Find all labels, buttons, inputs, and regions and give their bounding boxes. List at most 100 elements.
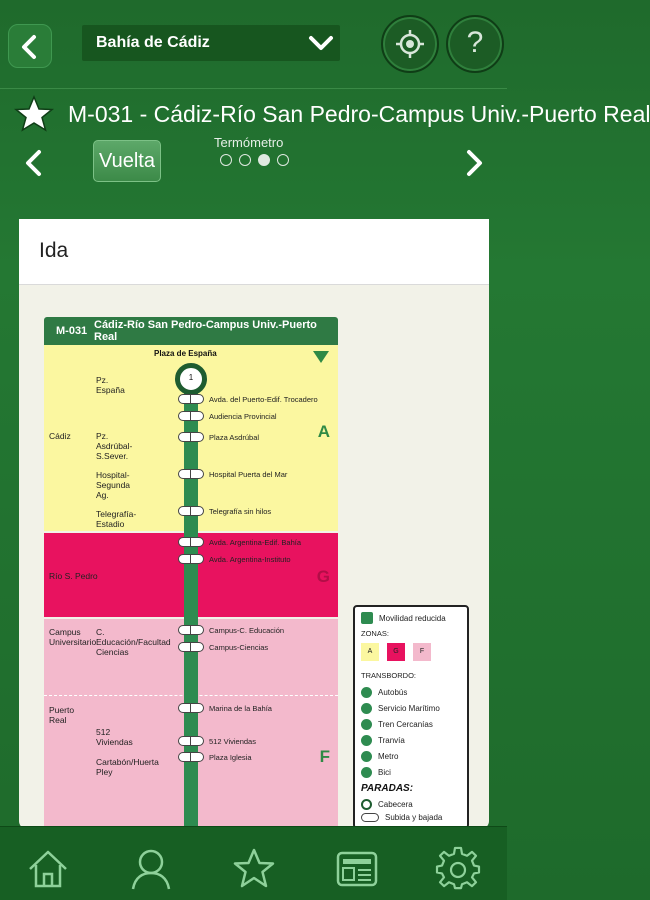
stop-marker[interactable] xyxy=(178,394,204,404)
tab-profile[interactable] xyxy=(129,847,173,891)
legend-row: Servicio Marítimo xyxy=(361,703,440,714)
legend-text: Movilidad reducida xyxy=(379,613,446,623)
star-icon xyxy=(233,848,275,888)
page-indicator[interactable] xyxy=(220,154,289,166)
crosshair-icon xyxy=(396,30,424,58)
stop-label[interactable]: Marina de la Bahía xyxy=(209,704,272,713)
route-card[interactable]: Ida M-031 Cádiz-Río San Pedro-Campus Uni… xyxy=(19,219,489,829)
stop-label[interactable]: 512 Viviendas xyxy=(209,737,256,746)
region-select-value: Bahía de Cádiz xyxy=(96,34,210,51)
legend-text: Bici xyxy=(378,768,391,777)
area-label: Pz. Asdrúbal-S.Sever. xyxy=(96,431,133,461)
first-stop-name: Plaza de España xyxy=(154,349,217,358)
tram-icon xyxy=(361,735,372,746)
legend-text: Cabecera xyxy=(378,800,413,809)
stop-label[interactable]: Plaza Asdrúbal xyxy=(209,433,260,442)
stop-marker[interactable] xyxy=(178,506,204,516)
gear-icon xyxy=(435,846,481,890)
view-label: Termómetro xyxy=(214,135,284,150)
legend-zone-a: A xyxy=(361,643,379,661)
stop-marker[interactable] xyxy=(178,554,204,564)
first-stop-marker[interactable]: 1 xyxy=(175,363,207,395)
stop-marker[interactable] xyxy=(178,432,204,442)
stop-marker[interactable] xyxy=(178,703,204,713)
stop-marker[interactable] xyxy=(178,752,204,762)
legend-text: Tranvía xyxy=(378,736,405,745)
stop-label[interactable]: Audiencia Provincial xyxy=(209,412,277,421)
route-scheme[interactable]: M-031 Cádiz-Río San Pedro-Campus Univ.-P… xyxy=(44,317,338,829)
municipality-label: Río S. Pedro xyxy=(49,571,98,581)
question-mark-icon: ? xyxy=(466,26,484,59)
legend-zone-f: F xyxy=(413,643,431,661)
page-dot[interactable] xyxy=(220,154,232,166)
tab-favorites[interactable] xyxy=(232,847,276,891)
locate-button[interactable] xyxy=(381,15,439,73)
stop-label[interactable]: Hospital Puerta del Mar xyxy=(209,470,288,479)
stop-label[interactable]: Plaza Iglesia xyxy=(209,753,252,762)
area-label: 512 Viviendas xyxy=(96,727,133,747)
chevron-left-icon xyxy=(22,35,36,59)
direction-toggle-button[interactable]: Vuelta xyxy=(93,140,161,182)
tab-news[interactable] xyxy=(335,847,379,891)
stop-marker[interactable] xyxy=(178,736,204,746)
stop-marker[interactable] xyxy=(178,537,204,547)
wheelchair-icon xyxy=(361,612,373,624)
ship-icon xyxy=(361,703,372,714)
legend-text: Metro xyxy=(378,752,399,761)
legend-row: Bici xyxy=(361,767,391,778)
stop-label[interactable]: Campus-Ciencias xyxy=(209,643,269,652)
divider xyxy=(0,88,507,89)
user-icon xyxy=(131,849,171,890)
help-button[interactable]: ? xyxy=(446,15,504,73)
tab-settings[interactable] xyxy=(435,846,481,891)
metro-icon xyxy=(361,751,372,762)
legend-row: Tren Cercanías xyxy=(361,719,433,730)
stop-label[interactable]: Campus-C. Educación xyxy=(209,626,285,635)
area-label: C. Educación/Facultad Ciencias xyxy=(96,627,171,657)
stop-label[interactable]: Telegrafía sin hilos xyxy=(209,507,272,516)
tab-home[interactable] xyxy=(26,847,70,891)
legend-row: Cabecera xyxy=(361,799,413,810)
terminal-stop-icon xyxy=(361,799,372,810)
legend-text: Subida y bajada xyxy=(385,813,443,822)
legend-row: Metro xyxy=(361,751,398,762)
area-label: Cartabón/Huerta Pley xyxy=(96,757,159,777)
scheme-header: M-031 Cádiz-Río San Pedro-Campus Univ.-P… xyxy=(44,317,338,345)
stop-number: 1 xyxy=(188,373,194,382)
legend-title: PARADAS: xyxy=(361,783,414,794)
area-label: Hospital-Segunda Ag. xyxy=(96,470,131,500)
previous-view-button[interactable] xyxy=(24,150,44,181)
zone-letter: A xyxy=(317,422,330,441)
region-select[interactable]: Bahía de Cádiz xyxy=(82,25,340,61)
star-icon xyxy=(13,95,55,132)
stop-marker[interactable] xyxy=(178,411,204,421)
legend-row: Subida y bajada xyxy=(361,813,442,822)
legend-text: Tren Cercanías xyxy=(378,720,433,729)
municipality-label: Cádiz xyxy=(49,431,71,441)
top-bar: Bahía de Cádiz ? xyxy=(0,0,507,88)
route-code: M-031 xyxy=(56,325,88,337)
page-dot[interactable] xyxy=(239,154,251,166)
bus-icon xyxy=(361,687,372,698)
favorite-button[interactable] xyxy=(13,94,55,139)
page-dot-active[interactable] xyxy=(258,154,270,166)
stop-label[interactable]: Avda. Argentina-Edif. Bahía xyxy=(209,538,302,547)
direction-label: Ida xyxy=(39,239,69,262)
stop-marker[interactable] xyxy=(178,625,204,635)
next-view-button[interactable] xyxy=(464,150,484,181)
chevron-right-icon xyxy=(467,150,482,176)
municipality-label: Campus Universitario xyxy=(49,627,97,647)
legend-text: Servicio Marítimo xyxy=(378,704,440,713)
municipality-label: Puerto Real xyxy=(49,705,75,725)
stop-label[interactable]: Avda. Argentina-Instituto xyxy=(209,555,291,564)
stop-marker[interactable] xyxy=(178,469,204,479)
route-line xyxy=(184,367,198,829)
legend-row: Autobús xyxy=(361,687,407,698)
home-icon xyxy=(29,850,67,888)
route-name: Cádiz-Río San Pedro-Campus Univ.-Puerto … xyxy=(94,319,317,343)
page-dot[interactable] xyxy=(277,154,289,166)
stop-marker[interactable] xyxy=(178,642,204,652)
back-button[interactable] xyxy=(8,24,52,68)
chevron-down-icon xyxy=(309,36,333,50)
stop-label[interactable]: Avda. del Puerto-Edif. Trocadero xyxy=(209,395,318,404)
